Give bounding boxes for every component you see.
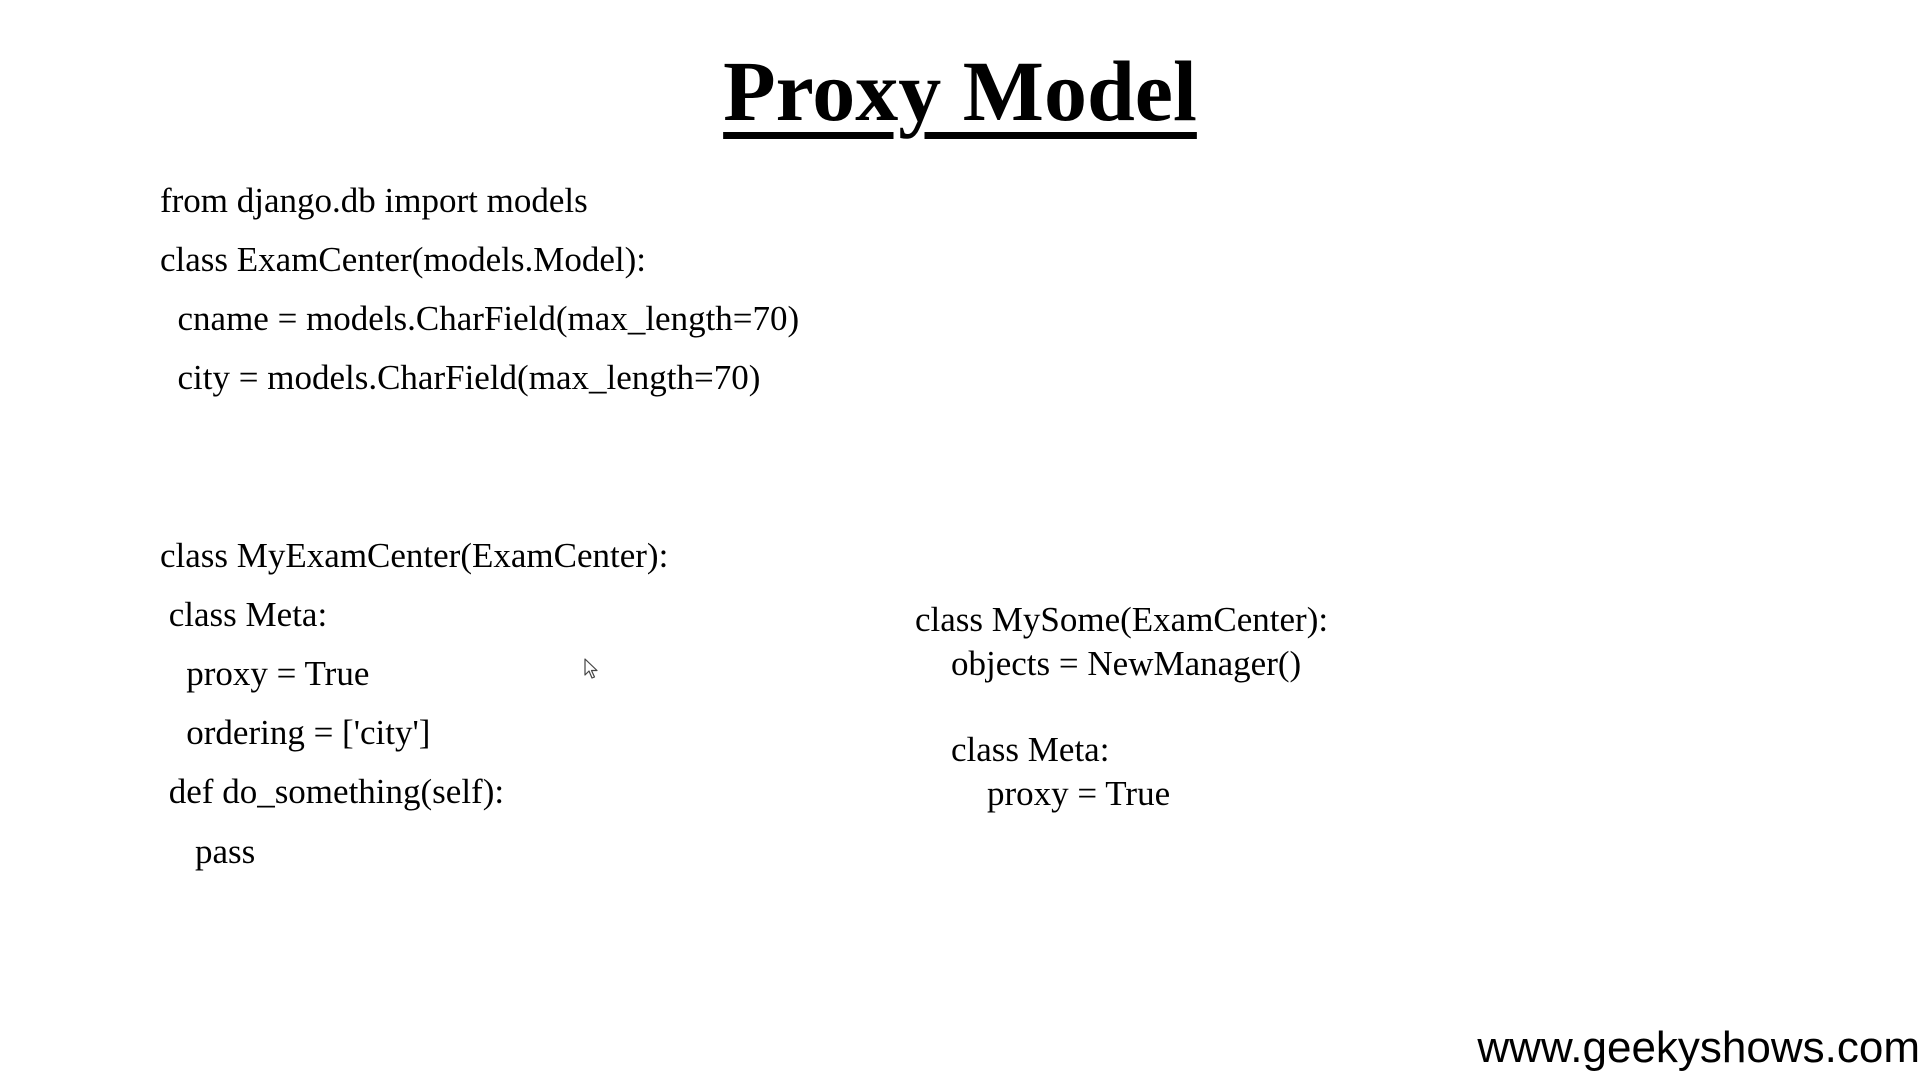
code-line-mysome-meta: class Meta:	[951, 730, 1110, 769]
code-line-mysome-proxy: proxy = True	[987, 774, 1171, 813]
watermark: www.geekyshows.com	[1477, 1023, 1920, 1072]
mouse-cursor-icon	[584, 658, 598, 679]
code-line-class-meta: class Meta:	[160, 595, 328, 634]
code-line-objects: objects = NewManager()	[951, 644, 1302, 683]
code-line-class-mysome: class MySome(ExamCenter):	[915, 600, 1329, 639]
code-line-ordering: ordering = ['city']	[160, 713, 431, 752]
code-line-def-do-something: def do_something(self):	[160, 772, 505, 811]
code-line-city: city = models.CharField(max_length=70)	[160, 358, 761, 397]
slide-title: Proxy Model	[723, 43, 1197, 139]
code-line-import: from django.db import models	[160, 181, 588, 220]
code-line-pass: pass	[160, 832, 256, 871]
code-line-class-myexamcenter: class MyExamCenter(ExamCenter):	[160, 536, 669, 575]
code-line-cname: cname = models.CharField(max_length=70)	[160, 299, 800, 338]
code-line-class-examcenter: class ExamCenter(models.Model):	[160, 240, 646, 279]
code-line-proxy: proxy = True	[160, 654, 370, 693]
